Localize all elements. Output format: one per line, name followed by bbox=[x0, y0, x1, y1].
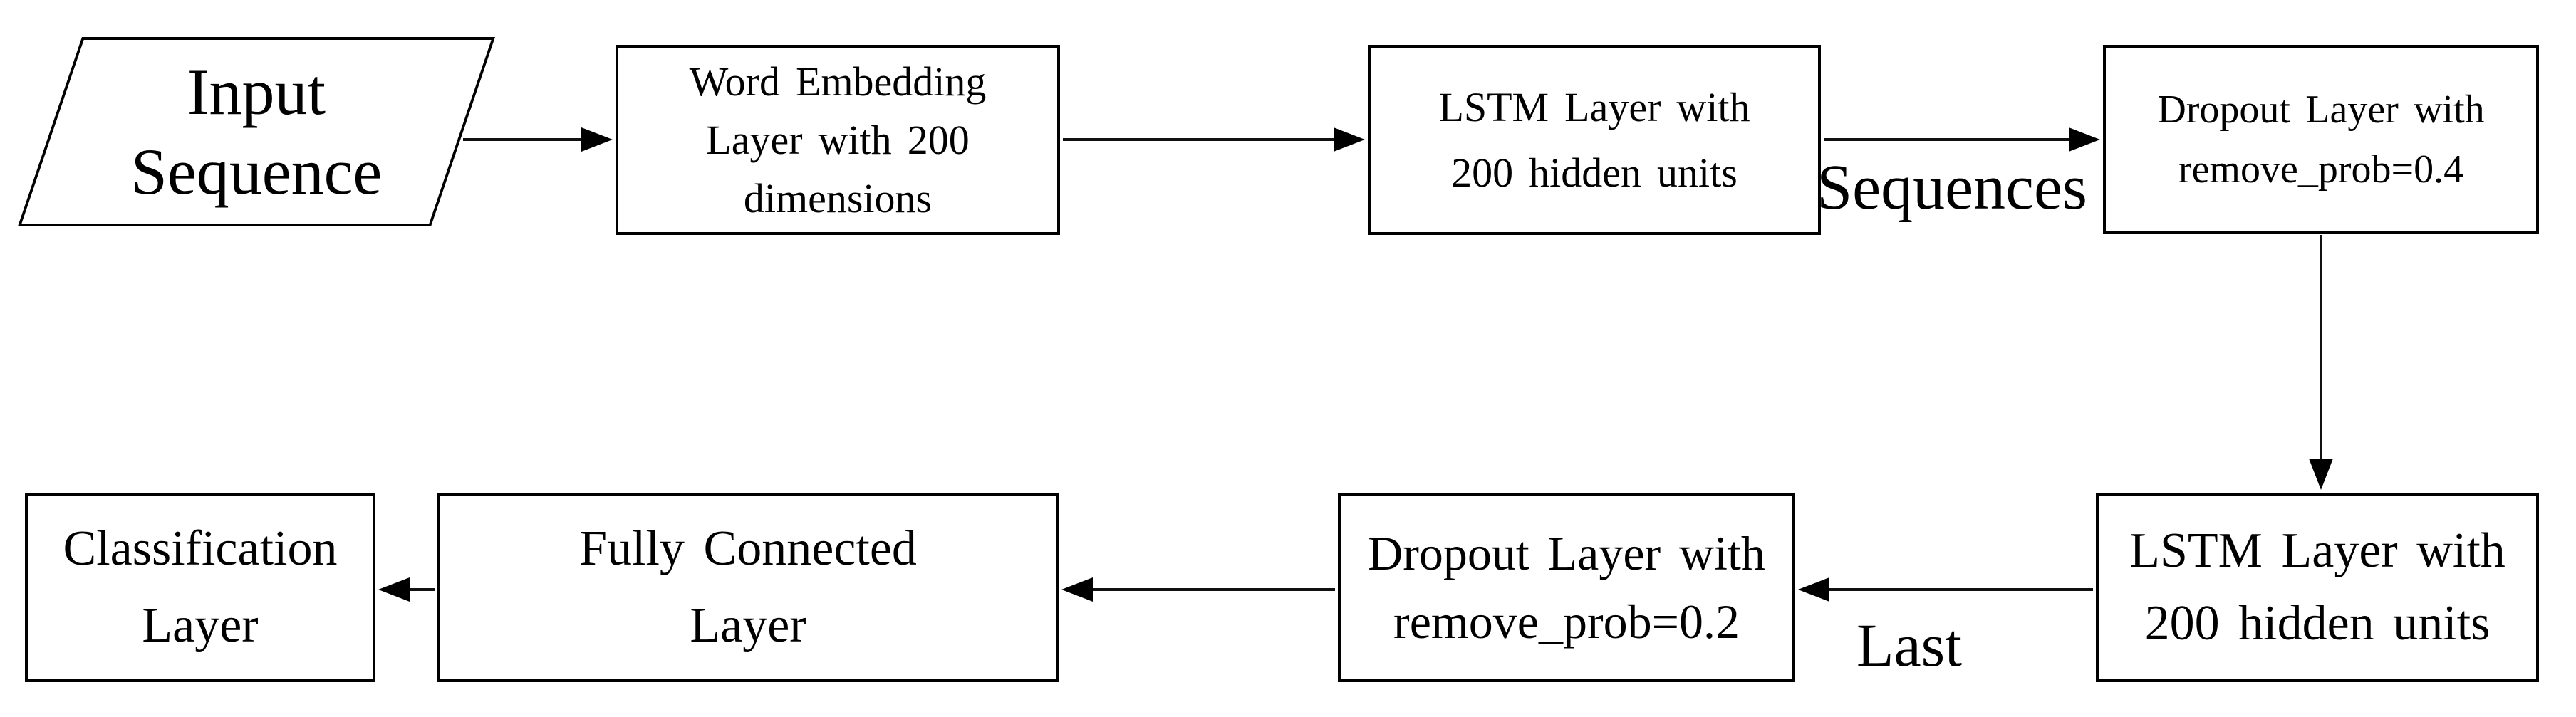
node-label-line: Sequence bbox=[130, 135, 383, 208]
node-lstm-layer-2: LSTM Layer with 200 hidden units bbox=[2096, 493, 2539, 682]
arrowhead-right-icon bbox=[2069, 127, 2100, 152]
edge-label-last: Last bbox=[1856, 611, 1963, 679]
arrow-lstm-to-dropout04 bbox=[1824, 138, 2070, 141]
arrowhead-left-icon bbox=[378, 577, 410, 602]
arrow-embedding-to-lstm bbox=[1063, 138, 1335, 141]
node-label-line: 200 hidden units bbox=[2144, 596, 2491, 651]
arrow-dropout02-to-fc bbox=[1091, 588, 1335, 591]
node-label-line: Layer bbox=[142, 598, 259, 653]
node-label-line: LSTM Layer with bbox=[1438, 83, 1750, 130]
node-label-line: 200 hidden units bbox=[1451, 149, 1738, 196]
arrow-input-to-embedding bbox=[463, 138, 583, 141]
node-label-line: remove_prob=0.4 bbox=[2178, 147, 2464, 192]
node-fully-connected-layer: Fully Connected Layer bbox=[437, 493, 1059, 682]
node-label-line: Dropout Layer with bbox=[1368, 526, 1765, 580]
node-label-line: Layer with 200 bbox=[706, 116, 970, 163]
node-dropout-layer-04: Dropout Layer with remove_prob=0.4 bbox=[2103, 45, 2539, 234]
node-label-line: Fully Connected bbox=[579, 521, 917, 576]
edge-label-sequences: Sequences bbox=[1817, 152, 2087, 223]
node-input-sequence-text: Input Sequence bbox=[53, 40, 460, 224]
node-label-line: Dropout Layer with bbox=[2157, 87, 2485, 132]
node-word-embedding-layer: Word Embedding Layer with 200 dimensions bbox=[616, 45, 1060, 235]
arrow-lstm2-to-dropout02 bbox=[1828, 588, 2093, 591]
node-label-line: Layer bbox=[690, 598, 806, 653]
node-label-line: Input bbox=[187, 56, 326, 128]
arrow-dropout04-to-lstm2 bbox=[2320, 235, 2322, 460]
node-label-line: Word Embedding bbox=[689, 58, 987, 105]
arrowhead-left-icon bbox=[1798, 577, 1829, 602]
node-input-sequence: Input Sequence bbox=[17, 37, 496, 226]
node-label-line: Classification bbox=[63, 521, 338, 576]
node-label-line: dimensions bbox=[743, 174, 933, 221]
node-label-line: LSTM Layer with bbox=[2129, 523, 2505, 578]
arrowhead-right-icon bbox=[581, 127, 613, 152]
node-label-line: remove_prob=0.2 bbox=[1393, 595, 1740, 649]
arrowhead-right-icon bbox=[1334, 127, 1365, 152]
arrowhead-left-icon bbox=[1061, 577, 1093, 602]
node-classification-layer: Classification Layer bbox=[25, 493, 375, 682]
arrowhead-down-icon bbox=[2309, 459, 2333, 490]
node-lstm-layer-1: LSTM Layer with 200 hidden units bbox=[1368, 45, 1821, 235]
node-dropout-layer-02: Dropout Layer with remove_prob=0.2 bbox=[1338, 493, 1795, 682]
arrow-fc-to-classification bbox=[408, 588, 435, 591]
